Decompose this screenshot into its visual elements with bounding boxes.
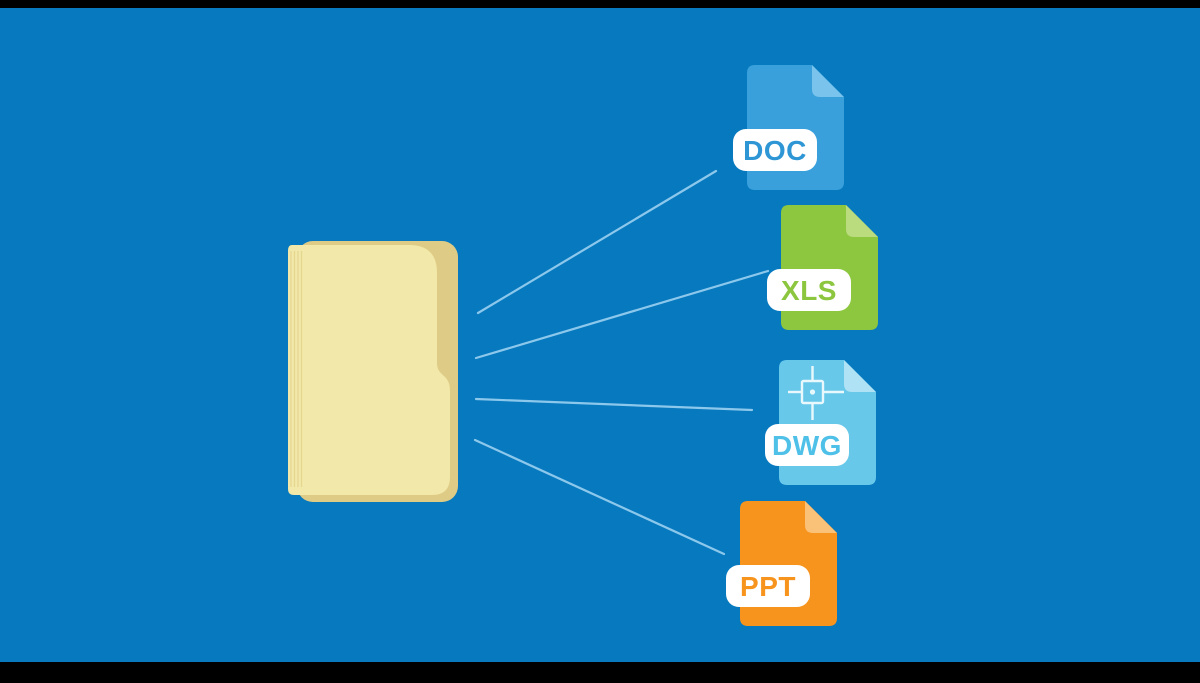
file-type-badge <box>765 424 849 466</box>
file-icon-xls: XLS <box>767 205 879 331</box>
file-icon-dwg: DWG <box>765 360 877 486</box>
connector-line-doc <box>476 169 718 315</box>
corner-fold-icon <box>844 360 876 392</box>
file-type-badge <box>726 565 810 607</box>
folder-front <box>288 245 450 495</box>
corner-fold-icon <box>805 501 837 533</box>
corner-fold-icon <box>846 205 878 237</box>
file-type-badge <box>767 269 851 311</box>
file-icon-doc: DOC <box>733 65 845 191</box>
file-icon-ppt: PPT <box>726 501 838 627</box>
file-type-label: XLS <box>781 275 837 306</box>
file-type-badge <box>733 129 817 171</box>
folder-crease-lines <box>290 251 303 487</box>
folder-icon <box>283 239 461 505</box>
connector-line-dwg <box>474 397 754 412</box>
corner-fold-icon <box>812 65 844 97</box>
file-type-label: PPT <box>740 571 796 602</box>
connector-lines <box>473 169 770 556</box>
illustration-canvas: DOC XLS DWG <box>0 8 1200 662</box>
letterbox-top <box>0 0 1200 8</box>
file-type-label: DWG <box>772 430 842 461</box>
file-type-label: DOC <box>743 135 807 166</box>
connector-line-ppt <box>473 438 726 556</box>
letterbox-bottom <box>0 662 1200 675</box>
connector-line-xls <box>474 269 770 360</box>
cad-crosshair-icon <box>788 366 844 420</box>
